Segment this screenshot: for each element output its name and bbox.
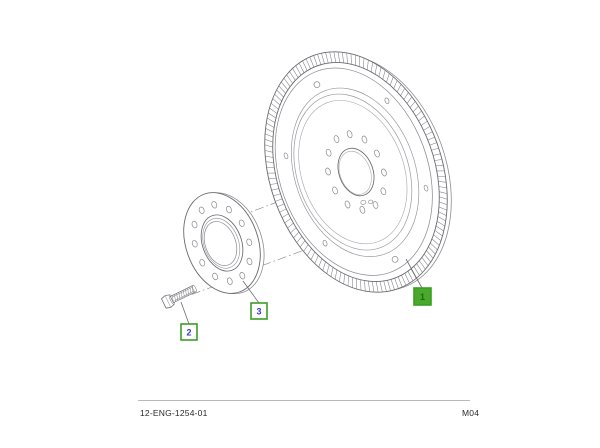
- flywheel-gear-teeth: [264, 51, 448, 293]
- flywheel-hub-bore: [337, 147, 375, 197]
- part-adapter-plate[interactable]: [170, 181, 277, 306]
- callout-3[interactable]: 3: [250, 302, 268, 320]
- flywheel-bolt-hole-circle: [325, 130, 387, 214]
- drawing-number: 12-ENG-1254-01: [140, 408, 208, 418]
- flywheel-step-outer: [290, 87, 420, 257]
- bolt-axis: [175, 275, 244, 301]
- flywheel-front-rim: [274, 67, 433, 276]
- part-flywheel-bolt[interactable]: [161, 282, 199, 309]
- callout-boxes[interactable]: 1 2 3: [180, 287, 432, 341]
- adapter-plate-bore-inner: [203, 221, 238, 266]
- callout-box[interactable]: [180, 323, 198, 341]
- callout-2[interactable]: 2: [180, 323, 198, 341]
- part-flywheel[interactable]: [233, 25, 483, 319]
- callout-box[interactable]: [250, 302, 268, 320]
- callout-number: 2: [186, 327, 191, 337]
- adapter-plate-bolt-holes: [191, 201, 253, 285]
- leader-line-1: [405, 258, 423, 289]
- bolt-head-facet-a: [164, 295, 172, 308]
- callout-number: 3: [256, 306, 261, 316]
- leader-line-3: [242, 280, 260, 304]
- flywheel-hub-bore-inner: [338, 150, 372, 195]
- flywheel-friction-face: [298, 100, 408, 245]
- callout-box[interactable]: [413, 287, 432, 306]
- callout-leader-lines: [180, 258, 423, 325]
- leader-line-2: [180, 301, 190, 325]
- callout-number: 1: [420, 292, 425, 302]
- flywheel-pilot-dowels: [360, 199, 374, 205]
- footer-divider: [138, 400, 470, 401]
- callout-1[interactable]: 1: [413, 287, 432, 306]
- bolt-tip: [192, 285, 197, 293]
- flywheel-step-inner: [293, 93, 413, 251]
- footer-bar: 12-ENG-1254-01 M04: [0, 400, 600, 448]
- sheet-code: M04: [462, 408, 480, 418]
- flywheel-outer-bolt-holes: [283, 81, 429, 263]
